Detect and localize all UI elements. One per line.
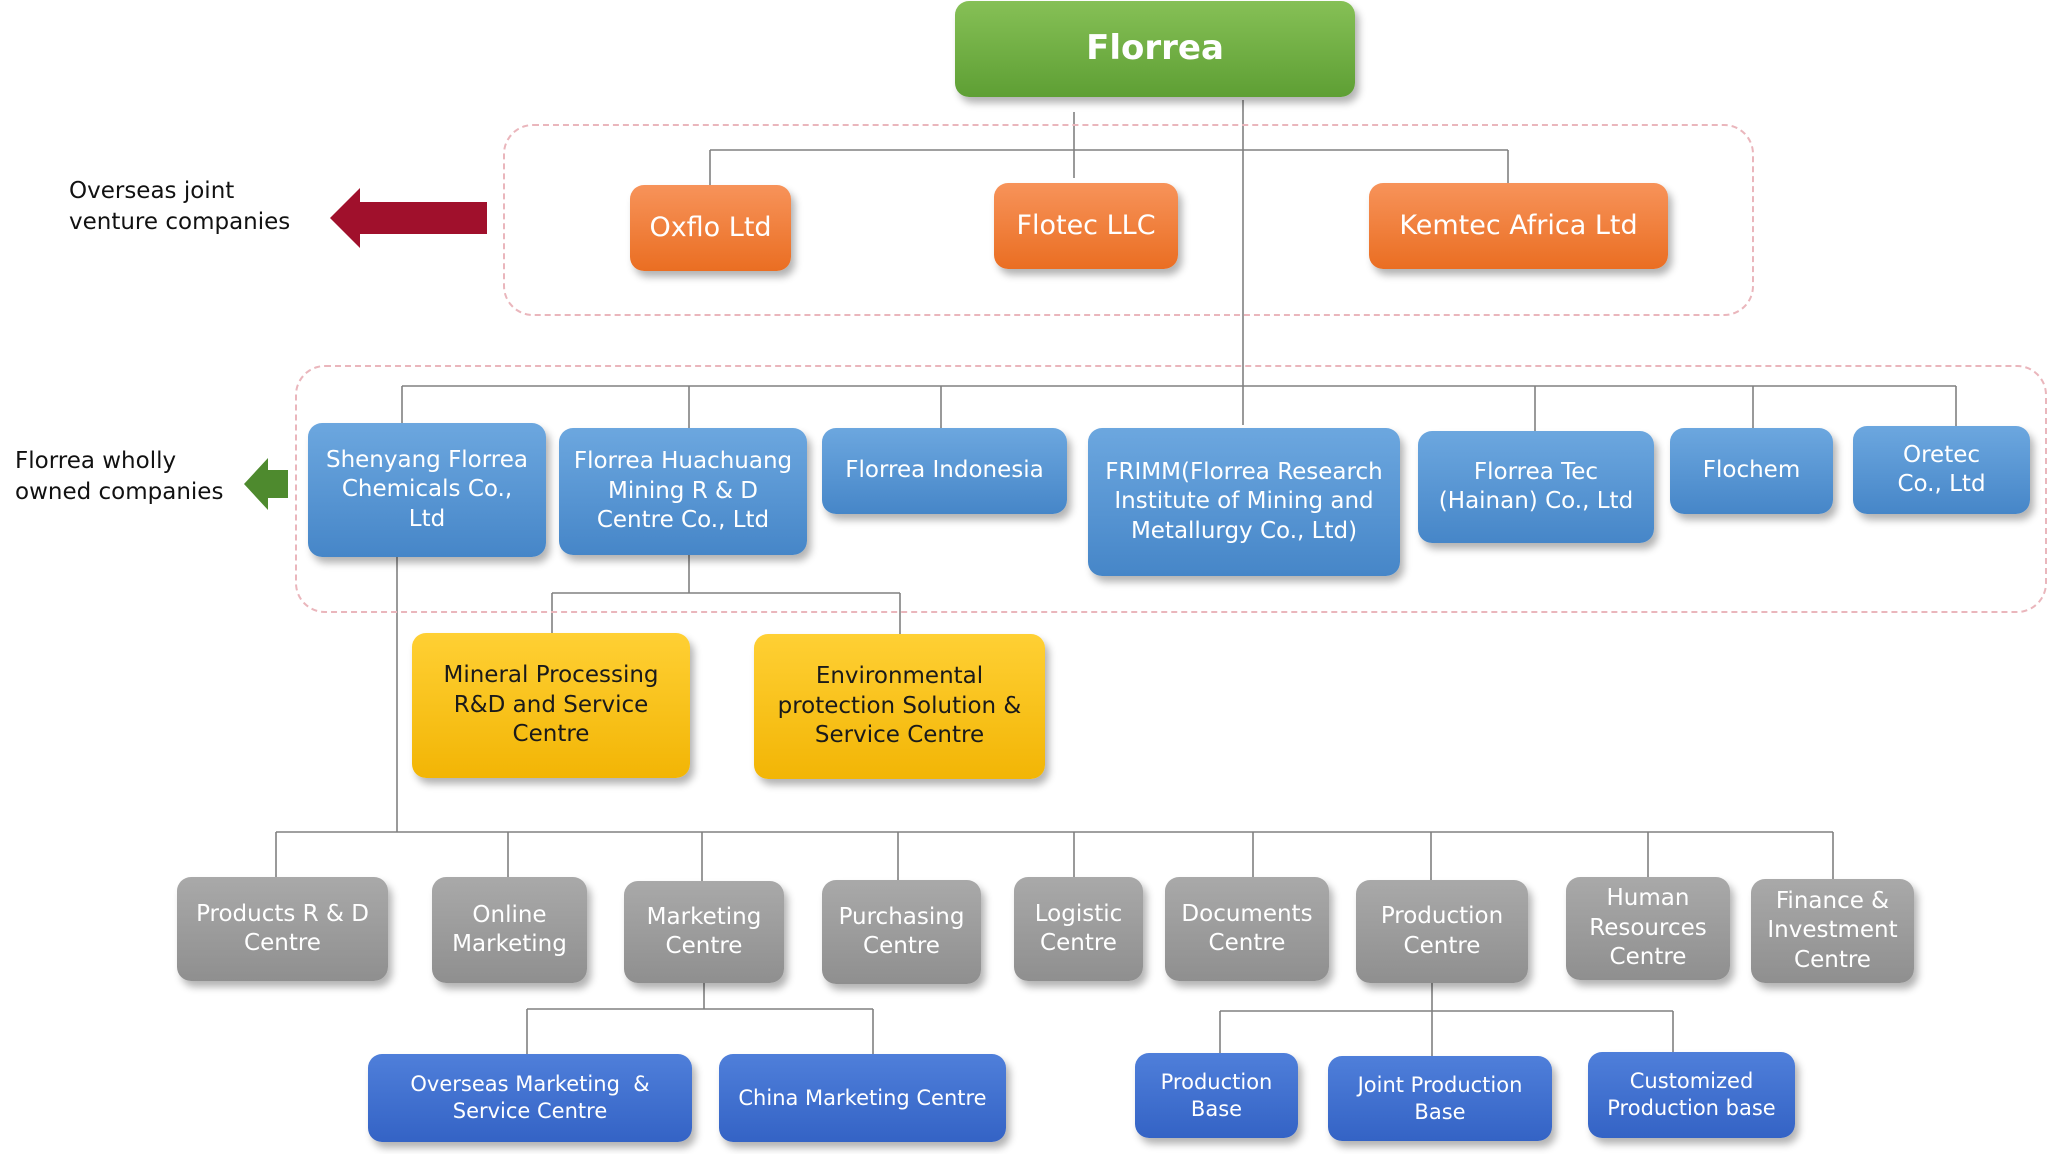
node-label: Florrea <box>1086 28 1224 69</box>
node-label: Kemtec Africa Ltd <box>1399 209 1638 241</box>
node-label: Finance & Investment Centre <box>1767 887 1898 973</box>
node-online-marketing[interactable]: Online Marketing <box>432 877 587 983</box>
node-label: Overseas Marketing & Service Centre <box>410 1072 650 1123</box>
node-flochem[interactable]: Flochem <box>1670 428 1833 514</box>
node-china-marketing[interactable]: China Marketing Centre <box>719 1054 1006 1142</box>
node-human-resources[interactable]: Human Resources Centre <box>1566 877 1730 980</box>
node-finance[interactable]: Finance & Investment Centre <box>1751 879 1914 983</box>
node-label: Products R & D Centre <box>196 900 369 956</box>
node-mineral-processing[interactable]: Mineral Processing R&D and Service Centr… <box>412 633 690 778</box>
node-label: Joint Production Base <box>1357 1072 1523 1124</box>
node-flotec[interactable]: Flotec LLC <box>994 183 1178 269</box>
node-joint-production[interactable]: Joint Production Base <box>1328 1056 1552 1141</box>
node-tec-hainan[interactable]: Florrea Tec (Hainan) Co., Ltd <box>1418 431 1654 543</box>
node-label: Florrea Indonesia <box>845 457 1044 484</box>
node-marketing[interactable]: Marketing Centre <box>624 881 784 983</box>
node-overseas-marketing[interactable]: Overseas Marketing & Service Centre <box>368 1054 692 1142</box>
node-documents[interactable]: Documents Centre <box>1165 877 1329 981</box>
node-huachuang[interactable]: Florrea Huachuang Mining R & D Centre Co… <box>559 428 807 555</box>
node-label: Mineral Processing R&D and Service Centr… <box>443 662 659 748</box>
node-label: Marketing Centre <box>646 903 762 959</box>
node-frimm[interactable]: FRIMM(Florrea Research Institute of Mini… <box>1088 428 1400 576</box>
node-oretec[interactable]: Oretec Co., Ltd <box>1853 426 2030 514</box>
overseas-arrow-icon <box>330 188 487 248</box>
overseas-label: Overseas joint venture companies <box>69 178 291 236</box>
node-label: Environmental protection Solution & Serv… <box>777 663 1022 749</box>
node-label: China Marketing Centre <box>738 1085 987 1110</box>
node-label: Human Resources Centre <box>1589 885 1707 971</box>
node-label: Online Marketing <box>452 901 567 957</box>
node-oxflo[interactable]: Oxflo Ltd <box>630 185 791 271</box>
node-label: Florrea Tec (Hainan) Co., Ltd <box>1438 458 1634 514</box>
node-label: Oretec Co., Ltd <box>1897 441 1986 497</box>
node-label: Florrea Huachuang Mining R & D Centre Co… <box>573 448 793 534</box>
node-purchasing[interactable]: Purchasing Centre <box>822 880 981 984</box>
node-logistic[interactable]: Logistic Centre <box>1014 877 1143 981</box>
node-label: Documents Centre <box>1181 900 1313 956</box>
node-kemtec[interactable]: Kemtec Africa Ltd <box>1369 183 1668 269</box>
node-label: FRIMM(Florrea Research Institute of Mini… <box>1105 458 1383 544</box>
owned-arrow-icon <box>244 458 288 510</box>
node-label: Production Centre <box>1380 903 1504 959</box>
node-label: Purchasing Centre <box>838 903 965 959</box>
node-shenyang[interactable]: Shenyang Florrea Chemicals Co., Ltd <box>308 423 546 557</box>
node-label: Shenyang Florrea Chemicals Co., Ltd <box>325 446 529 532</box>
node-label: Flotec LLC <box>1016 209 1156 241</box>
owned-group <box>295 365 2047 613</box>
node-customized-production[interactable]: Customized Production base <box>1588 1052 1795 1138</box>
node-label: Flochem <box>1702 457 1801 484</box>
node-environmental[interactable]: Environmental protection Solution & Serv… <box>754 634 1045 779</box>
node-production-base[interactable]: Production Base <box>1135 1053 1298 1138</box>
node-products-rd[interactable]: Products R & D Centre <box>177 877 388 981</box>
node-label: Production Base <box>1160 1069 1273 1121</box>
node-indonesia[interactable]: Florrea Indonesia <box>822 428 1067 514</box>
node-florrea[interactable]: Florrea <box>955 1 1355 97</box>
node-production[interactable]: Production Centre <box>1356 880 1528 983</box>
overseas-group <box>503 124 1754 316</box>
owned-label: Florrea wholly owned companies <box>15 448 224 506</box>
node-label: Oxflo Ltd <box>649 211 772 243</box>
node-label: Logistic Centre <box>1034 900 1123 956</box>
node-label: Customized Production base <box>1607 1069 1776 1120</box>
